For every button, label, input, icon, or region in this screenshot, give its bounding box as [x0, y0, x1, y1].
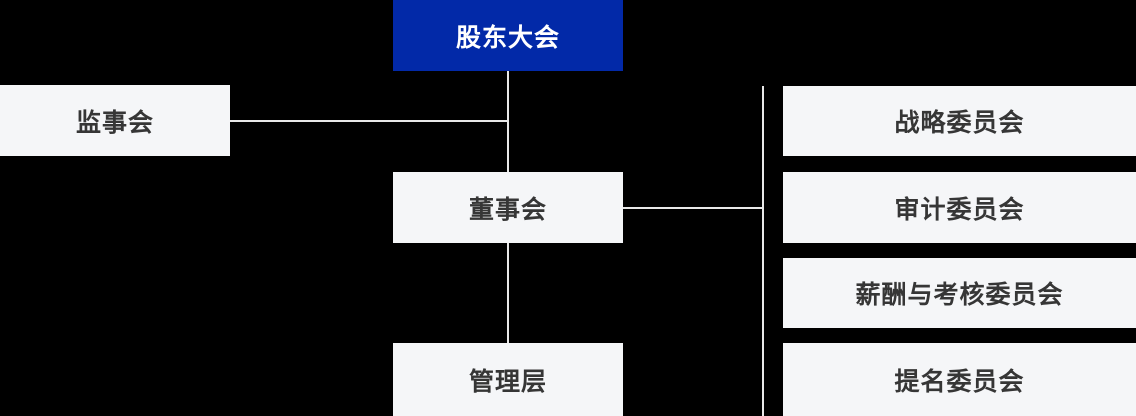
connector-committees-spine [762, 86, 764, 416]
node-audit-committee: 审计委员会 [783, 172, 1136, 243]
node-audit-committee-label: 审计委员会 [894, 195, 1025, 224]
node-remuneration-assessment-committee-label: 薪酬与考核委员会 [855, 281, 1064, 309]
node-shareholders-meeting: 股东大会 [393, 0, 623, 71]
node-board-of-directors: 董事会 [393, 172, 623, 243]
connector-supervisors-branch [230, 120, 508, 122]
node-nomination-committee: 提名委员会 [783, 343, 1136, 416]
node-management-label: 管理层 [468, 367, 547, 396]
node-strategy-committee-label: 战略委员会 [894, 109, 1025, 137]
node-management: 管理层 [393, 343, 623, 416]
node-board-of-directors-label: 董事会 [468, 195, 547, 224]
node-board-of-supervisors-label: 监事会 [75, 108, 154, 137]
node-strategy-committee: 战略委员会 [783, 86, 1136, 156]
connector-board-to-committees [623, 207, 763, 209]
node-nomination-committee-label: 提名委员会 [894, 367, 1025, 396]
node-remuneration-assessment-committee: 薪酬与考核委员会 [783, 258, 1136, 328]
connector-board-to-management [507, 243, 509, 343]
connector-shareholders-to-board [507, 71, 509, 172]
node-board-of-supervisors: 监事会 [0, 85, 230, 156]
node-shareholders-meeting-label: 股东大会 [455, 23, 560, 52]
